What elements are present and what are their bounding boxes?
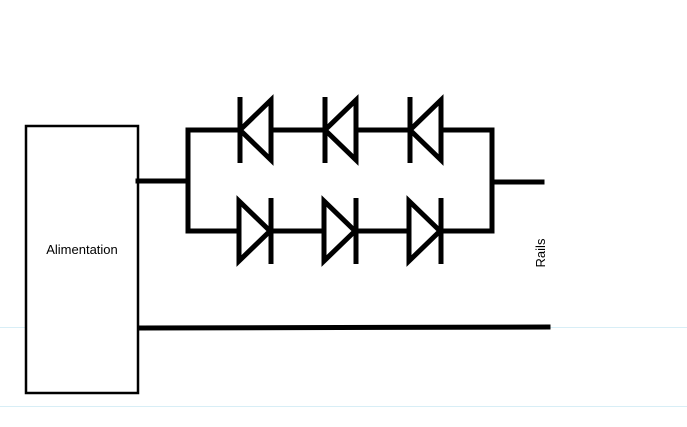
diode-bottom-1	[236, 195, 274, 267]
power-supply-block: Alimentation	[24, 124, 140, 395]
rails-label: Rails	[533, 238, 548, 267]
diode-top-3	[406, 94, 444, 166]
diode-bottom-3-triangle	[406, 195, 444, 267]
power-supply-label: Alimentation	[46, 242, 118, 257]
diode-top-2-triangle	[321, 94, 359, 166]
wiring	[135, 127, 551, 331]
return-wire	[137, 324, 551, 331]
guide-line-lower	[0, 406, 687, 407]
diode-bottom-2	[321, 195, 359, 267]
diode-bottom-2-triangle	[321, 195, 359, 267]
diode-top-3-triangle	[406, 94, 444, 166]
power-supply-box	[24, 124, 140, 395]
top-diode-branch	[236, 94, 444, 166]
diode-bottom-3	[406, 195, 444, 267]
diode-top-1	[236, 94, 274, 166]
diode-top-2	[321, 94, 359, 166]
diode-top-1-triangle	[236, 94, 274, 166]
diode-bottom-1-triangle	[236, 195, 274, 267]
bottom-diode-branch	[236, 195, 444, 267]
